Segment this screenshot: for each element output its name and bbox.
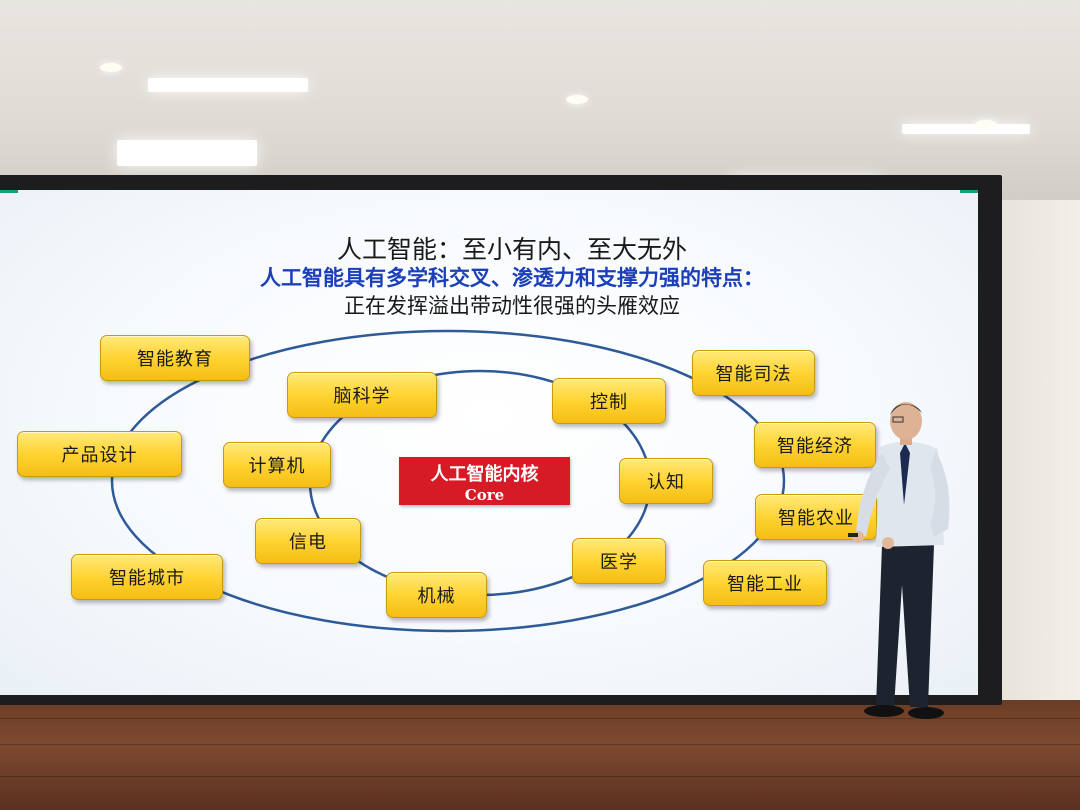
inner-pill-medicine: 医学: [572, 538, 666, 584]
outer-pill-smart-industry: 智能工业: [703, 560, 827, 606]
presentation-slide: 人工智能：至小有内、至大无外 人工智能具有多学科交叉、渗透力和支撑力强的特点： …: [0, 190, 978, 695]
ceiling-downlight: [100, 63, 122, 72]
inner-pill-brain-science: 脑科学: [287, 372, 437, 418]
inner-pill-mechanics: 机械: [386, 572, 487, 618]
ai-core-box: 人工智能内核 Core: [399, 457, 570, 505]
slide-subtitle-line2: 正在发挥溢出带动性很强的头雁效应: [344, 294, 680, 318]
ceiling-light-panel: [902, 124, 1030, 134]
ceiling-downlight: [975, 120, 997, 129]
ceiling-light-panel: [117, 140, 257, 166]
inner-pill-control: 控制: [552, 378, 666, 424]
slide-subtitle-line1: 人工智能具有多学科交叉、渗透力和支撑力强的特点：: [260, 266, 764, 290]
core-label-en: Core: [464, 486, 505, 504]
inner-pill-computer: 计算机: [223, 442, 331, 488]
core-label-cn: 人工智能内核: [430, 464, 539, 485]
ceiling-light-panel: [148, 78, 308, 92]
stage-floor: [0, 700, 1080, 810]
side-wall: [1000, 200, 1080, 720]
outer-ring: [110, 329, 786, 633]
outer-pill-smart-judiciary: 智能司法: [692, 350, 815, 396]
outer-pill-smart-education: 智能教育: [100, 335, 250, 381]
ceiling-downlight: [566, 95, 588, 104]
outer-pill-smart-economy: 智能经济: [754, 422, 876, 468]
outer-pill-product-design: 产品设计: [17, 431, 182, 477]
slide-title: 人工智能：至小有内、至大无外: [336, 235, 687, 264]
speaker-figure: [848, 402, 950, 719]
inner-pill-info-electronics: 信电: [255, 518, 361, 564]
inner-pill-cognition: 认知: [619, 458, 713, 504]
outer-pill-smart-city: 智能城市: [71, 554, 223, 600]
